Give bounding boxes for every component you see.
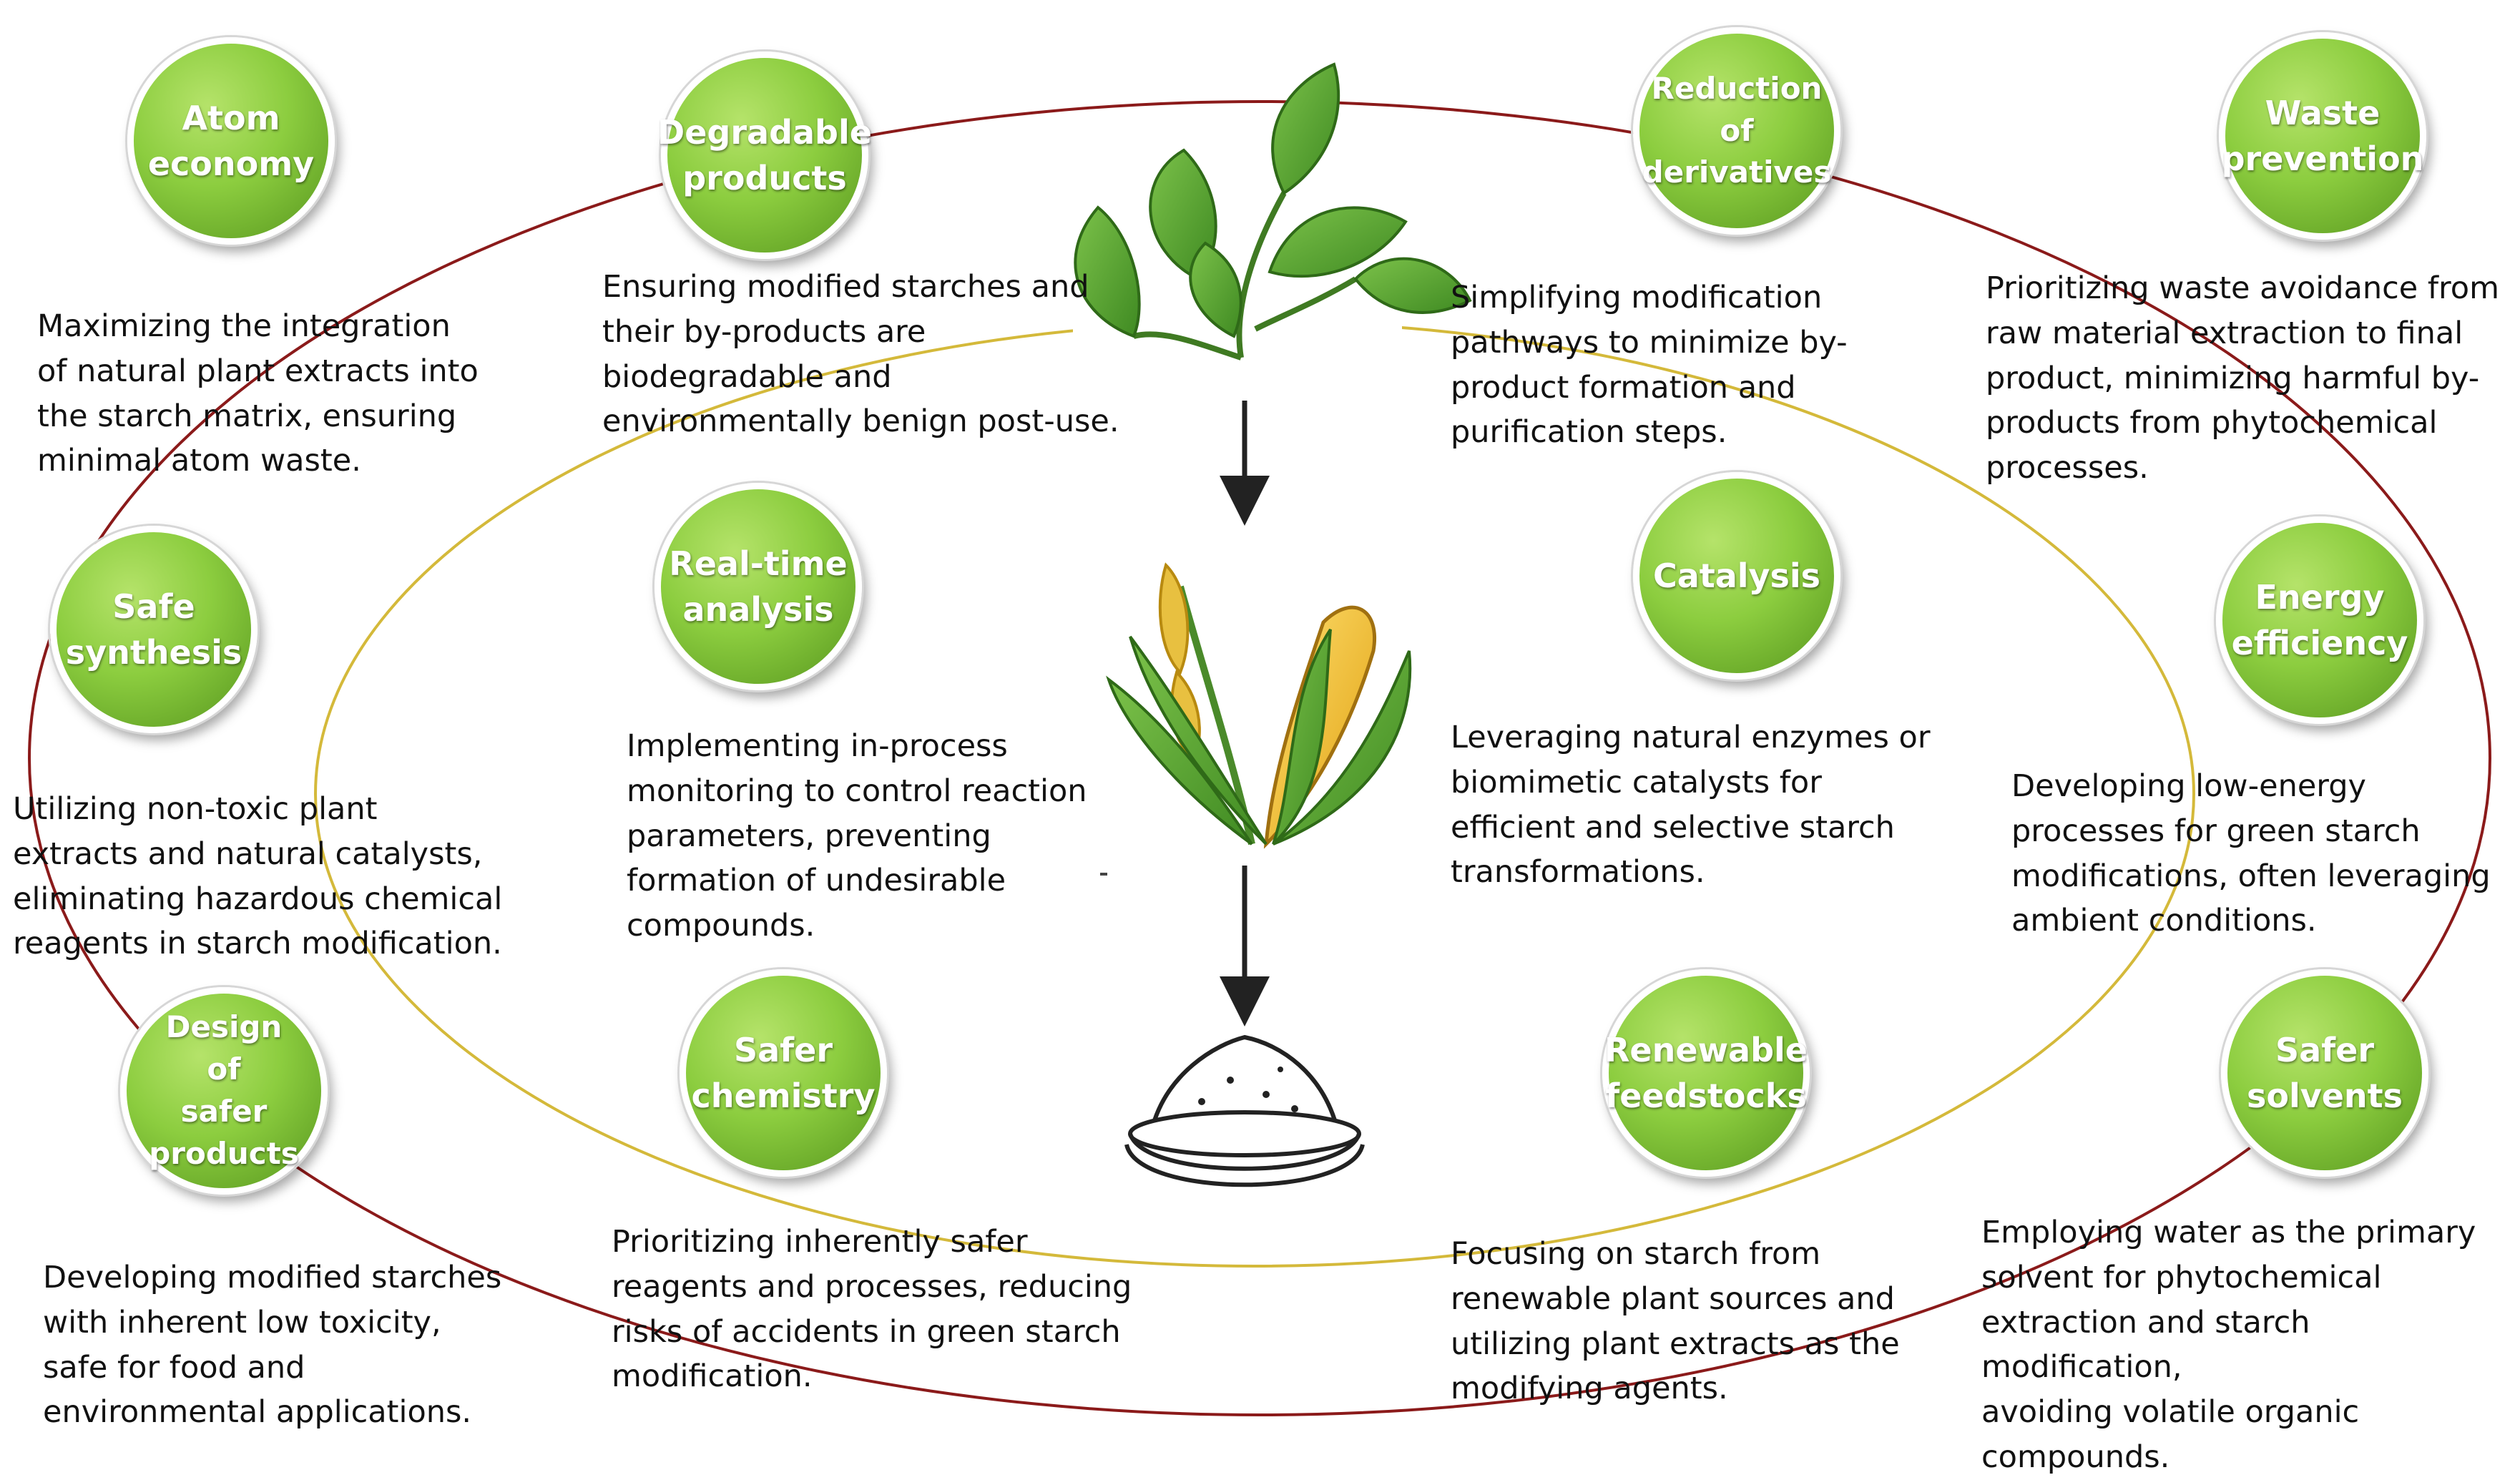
principle-description-reduction-of-derivatives: Simplifying modification pathways to min… xyxy=(1451,280,1848,451)
principle-circle-real-time-analysis: Real-time analysis xyxy=(654,483,862,690)
principle-description-degradable-products: Ensuring modified starches and their by-… xyxy=(602,269,1119,440)
principle-circle-waste-prevention: Waste prevention xyxy=(2219,32,2426,240)
principle-description-energy-efficiency: Developing low-energy processes for gree… xyxy=(2011,768,2491,939)
principle-description-safer-chemistry: Prioritizing inherently safer reagents a… xyxy=(612,1224,1132,1395)
diagram-canvas xyxy=(28,62,2491,1416)
principle-title: Design of safer products xyxy=(149,1009,299,1171)
principle-description-catalysis: Leveraging natural enzymes or biomimetic… xyxy=(1451,720,1931,891)
principle-title: Atom economy xyxy=(147,98,315,183)
principle-circle-safer-solvents: Safer solvents xyxy=(2221,969,2428,1177)
outer-ring xyxy=(28,100,2491,1416)
plant-leaves-icon xyxy=(1074,62,1472,361)
principle-description-safe-synthesis: Utilizing non-toxic plant extracts and n… xyxy=(13,791,503,962)
principle-circle-design-of-safer-products: Design of safer products xyxy=(120,987,328,1195)
principle-circle-atom-economy: Atom economy xyxy=(127,37,335,245)
principle-circle-energy-efficiency: Energy efficiency xyxy=(2216,516,2423,724)
principle-title: Safer solvents xyxy=(2246,1030,2403,1115)
principle-description-renewable-feedstocks: Focusing on starch from renewable plant … xyxy=(1451,1236,1900,1407)
principle-title: Degradable products xyxy=(657,112,872,197)
principle-circle-renewable-feedstocks: Renewable feedstocks xyxy=(1602,969,1810,1177)
corn-and-grain-icon xyxy=(1106,562,1412,849)
starch-powder-bowl-icon xyxy=(1124,1034,1365,1187)
principle-description-design-of-safer-products: Developing modified starches with inhere… xyxy=(43,1260,502,1431)
principle-circle-safe-synthesis: Safe synthesis xyxy=(50,526,258,733)
principle-title: Energy efficiency xyxy=(2231,577,2408,662)
principle-title: Renewable feedstocks xyxy=(1604,1030,1808,1115)
principle-title: Waste prevention xyxy=(2221,93,2424,178)
principle-circle-safer-chemistry: Safer chemistry xyxy=(680,969,887,1177)
principle-title: Reduction of derivatives xyxy=(1642,70,1832,190)
principle-circle-reduction-of-derivatives: Reduction of derivatives xyxy=(1633,27,1840,235)
principle-title: Safer chemistry xyxy=(691,1030,876,1115)
principle-description-safer-solvents: Employing water as the primary solvent f… xyxy=(1981,1215,2476,1475)
principle-title: Real-time analysis xyxy=(669,544,848,629)
principle-title: Catalysis xyxy=(1652,556,1821,595)
principle-description-atom-economy: Maximizing the integration of natural pl… xyxy=(37,308,479,479)
principle-circle-degradable-products: Degradable products xyxy=(657,52,872,259)
principle-title: Safe synthesis xyxy=(65,587,242,672)
principle-circle-catalysis: Catalysis xyxy=(1633,472,1840,680)
principle-description-real-time-analysis: Implementing in-process monitoring to co… xyxy=(627,728,1087,944)
principle-description-waste-prevention: Prioritizing waste avoidance from raw ma… xyxy=(1986,270,2499,486)
